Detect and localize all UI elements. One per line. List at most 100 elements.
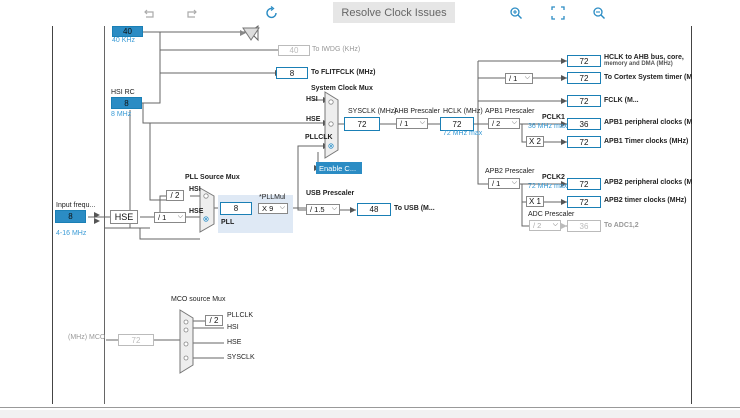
hsi-freq-label: 8 MHz [111,111,132,118]
pllsrc-hse-label: HSE [189,208,204,215]
undo-icon[interactable] [141,4,159,22]
frame-left-line [52,26,53,404]
cortex-divider-value: / 1 [509,74,518,83]
mco-value-box[interactable]: 72 [118,334,154,346]
mco-pllclk-label: PLLCLK [227,312,254,319]
pll-source-mux-title: PLL Source Mux [185,174,240,181]
chevron-down-icon: ⌵ [419,119,425,126]
frame-right-line [691,26,692,404]
pll-source-mux-shape [199,187,215,233]
output-cortex-box[interactable]: 72 [567,72,601,84]
hsi-value-box[interactable]: 8 [111,97,142,109]
output-cortex-label: To Cortex System timer (M [604,74,693,81]
bottom-scroll-area [0,410,740,418]
output-apb1-periph-label: APB1 peripheral clocks (M [604,119,693,126]
iwdg-label: To IWDG (KHz) [312,46,361,53]
redo-icon[interactable] [182,4,200,22]
resolve-clock-issues-button[interactable]: Resolve Clock Issues [333,2,455,23]
input-frequency-label: Input frequ... [56,202,96,209]
mco-out-label: (MHz) MCO [68,334,106,341]
flitf-value-box[interactable]: 8 [276,67,308,79]
usb-prescaler-value: / 1.5 [310,205,325,214]
system-clock-mux-title: System Clock Mux [311,85,373,92]
adc-prescaler-value: / 2 [533,221,542,230]
ahb-prescaler-value: / 1 [400,119,409,128]
adc-value-box[interactable]: 36 [567,220,601,232]
output-apb1-timer-label: APB1 Timer clocks (MHz) [604,138,689,145]
frame-inner-line [104,26,105,404]
ahb-prescaler-select[interactable]: / 1 ⌵ [396,118,428,129]
pll-input-box[interactable]: 8 [220,202,252,215]
hsi-rc-title: HSI RC [111,89,135,96]
apb1-prescaler-select[interactable]: / 2 ⌵ [488,118,520,129]
mco-pll-div2: / 2 [205,315,223,326]
hclk-max-label: 72 MHz max [443,130,483,137]
hclk-value-box[interactable]: 72 [440,117,474,131]
pll-label: PLL [221,219,235,226]
output-apb2-periph-box[interactable]: 72 [567,178,601,190]
chevron-down-icon: ⌵ [511,119,517,126]
ahb-prescaler-label: AHB Prescaler [394,108,440,115]
pllsrc-hsi-label: HSI [189,186,201,193]
pll-mul-label: *PLLMul [259,194,286,201]
zoom-out-icon[interactable] [590,4,608,22]
lse-freq-label: 40 KHz [112,37,135,44]
pll-mul-select[interactable]: X 9⌵ [258,203,288,214]
sysmux-hsi-label: HSI [306,96,318,103]
sysclk-value-box[interactable]: 72 [344,117,380,131]
apb2-prescaler-label: APB2 Prescaler [485,168,535,175]
refresh-icon[interactable] [263,4,281,22]
sysclk-label: SYSCLK (MHz) [348,108,397,115]
mco-sysclk-label: SYSCLK [227,354,255,361]
hse-prediv-value: / 1 [158,213,167,222]
apb1-max-label: 36 MHz max [528,123,568,130]
sysmux-hse-label: HSE [306,116,321,123]
mco-source-mux-title: MCO source Mux [171,296,226,303]
chevron-down-icon: ⌵ [279,204,285,211]
hclk-label: HCLK (MHz) [443,108,483,115]
toolbar: Resolve Clock Issues [0,0,740,26]
pclk1-label: PCLK1 [542,114,565,121]
chevron-down-icon: ⌵ [511,179,517,186]
usb-value-box[interactable]: 48 [357,203,391,216]
chevron-down-icon: ⌵ [177,213,183,220]
apb2-prescaler-select[interactable]: / 1⌵ [488,178,520,189]
output-fclk-label: FCLK (M... [604,97,639,104]
bottom-divider [0,407,740,408]
zoom-in-icon[interactable] [507,4,525,22]
output-apb1-timer-box[interactable]: 72 [567,136,601,148]
mco-hse-label: HSE [227,339,242,346]
output-apb2-periph-label: APB2 peripheral clocks (M [604,179,693,186]
output-apb1-periph-box[interactable]: 36 [567,118,601,130]
pll-hsi-div2: / 2 [166,190,184,201]
pclk2-label: PCLK2 [542,174,565,181]
output-hclk-box[interactable]: 72 [567,55,601,67]
mco-source-mux-shape [179,309,194,374]
apb2-timer-mult: X 1 [526,196,544,207]
output-fclk-box[interactable]: 72 [567,95,601,107]
chevron-down-icon: ⌵ [552,221,558,228]
adc-prescaler-select[interactable]: / 2 ⌵ [529,220,561,231]
output-apb2-timer-box[interactable]: 72 [567,196,601,208]
hse-block[interactable]: HSE [110,210,138,224]
output-apb2-timer-label: APB2 timer clocks (MHz) [604,197,687,204]
chevron-down-icon: ⌵ [524,74,530,81]
output-hclk-label-line2: memory and DMA (MHz) [604,61,673,67]
adc-prescaler-label: ADC Prescaler [528,211,575,218]
usb-out-label: To USB (M... [394,205,435,212]
hse-prediv-select[interactable]: / 1 ⌵ [154,212,186,223]
enable-css-button[interactable]: Enable C... [316,162,362,174]
sysmux-pllclk-label: PLLCLK [305,134,333,141]
apb1-timer-mult: X 2 [526,136,544,147]
input-frequency-box[interactable]: 8 [55,210,86,223]
apb2-max-label: 72 MHz max [528,183,568,190]
apb1-prescaler-value: / 2 [492,119,501,128]
lse-value-box[interactable]: 40 [112,26,143,37]
cortex-timer-divider-select[interactable]: / 1 ⌵ [505,73,533,84]
iwdg-value-box[interactable]: 40 [278,45,310,56]
usb-prescaler-select[interactable]: / 1.5⌵ [306,204,340,215]
fit-screen-icon[interactable] [549,4,567,22]
mco-hsi-label: HSI [227,324,239,331]
output-hclk-label: HCLK to AHB bus, core, [604,54,684,61]
adc-out-label: To ADC1,2 [604,222,639,229]
